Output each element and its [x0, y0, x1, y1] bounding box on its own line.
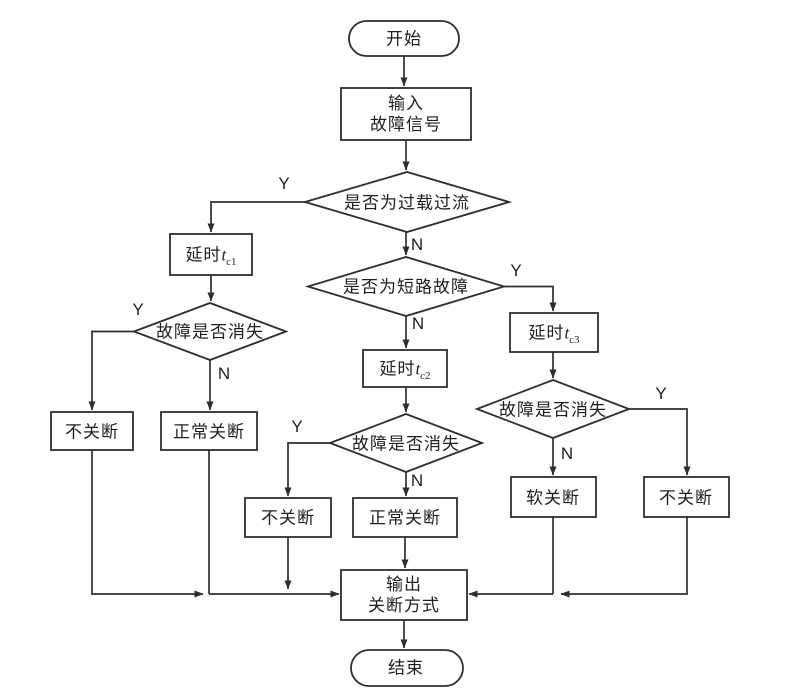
nooffleft-node-label: 不关断 — [65, 422, 119, 442]
faultright-decision-label: 故障是否消失 — [499, 400, 607, 420]
start-terminator-shape — [348, 20, 460, 57]
nooffleft-process-shape — [50, 411, 134, 451]
edge-faultright-yes-nooffright — [629, 408, 691, 476]
nooffright-node-label: 不关断 — [659, 488, 713, 508]
end-node-label: 结束 — [388, 658, 424, 678]
softoff-process-shape — [510, 476, 597, 518]
flow-shapes — [50, 20, 730, 687]
delay3-process-shape — [509, 312, 599, 353]
delay3-node-label: 延时tc3 — [528, 323, 580, 346]
output-node-label: 输出 关断方式 — [368, 574, 440, 617]
faultright-decision-shape — [474, 379, 632, 439]
faultleft-yes-label: Y — [132, 300, 144, 319]
edge-short-yes-delay3 — [504, 285, 557, 312]
faultleft-decision-shape — [131, 302, 289, 361]
normaloffleft-process-shape — [160, 411, 258, 451]
input-node-label-line1: 输入 — [388, 93, 424, 113]
normaloffmid-node-label: 正常关断 — [369, 508, 441, 528]
start-node-label: 开始 — [386, 29, 422, 49]
edge-nooffleft-merge — [91, 450, 204, 598]
end-terminator-shape — [350, 649, 464, 687]
short-no-label: N — [411, 314, 425, 333]
overload-decision-shape — [301, 171, 513, 233]
nooffmid-node-label: 不关断 — [261, 508, 315, 528]
nooffmid-process-shape — [244, 497, 332, 538]
delay1-node-label: 延时tc1 — [185, 245, 237, 268]
delay2-node-label: 延时tc2 — [379, 359, 431, 382]
overload-decision-label: 是否为过载过流 — [344, 193, 470, 213]
input-node-label: 输入 故障信号 — [370, 93, 442, 136]
softoff-node-label: 软关断 — [526, 488, 580, 508]
short-yes-label: Y — [510, 261, 522, 280]
overload-no-label: N — [410, 235, 424, 254]
input-node-label-line2: 故障信号 — [370, 115, 442, 134]
output-node-label-line1: 输出 — [386, 574, 422, 594]
edge-overload-yes-delay1 — [207, 201, 305, 233]
normaloffmid-process-shape — [352, 497, 458, 538]
flow-edges — [88, 56, 691, 649]
faultright-yes-label: Y — [655, 384, 667, 403]
short-decision-shape — [304, 256, 508, 317]
faultright-no-label: N — [560, 444, 574, 463]
delay1-process-shape — [169, 233, 253, 276]
overload-yes-label: Y — [278, 174, 290, 193]
normaloffleft-node-label: 正常关断 — [173, 422, 245, 442]
nooffright-process-shape — [643, 476, 730, 518]
edge-faultleft-yes-nooffleft — [88, 330, 134, 411]
faultleft-no-label: N — [217, 364, 231, 383]
faultmid-no-label: N — [410, 471, 424, 490]
output-node-label-line2: 关断方式 — [368, 596, 440, 615]
output-process-shape — [340, 569, 468, 621]
delay2-process-shape — [362, 349, 448, 388]
faultmid-decision-label: 故障是否消失 — [352, 434, 460, 454]
faultmid-yes-label: Y — [291, 417, 303, 436]
faultleft-decision-label: 故障是否消失 — [156, 322, 264, 342]
faultmid-decision-shape — [327, 413, 485, 473]
edge-nooffright-merge — [560, 517, 688, 598]
short-decision-label: 是否为短路故障 — [343, 277, 469, 297]
edge-faultmid-yes-nooffmid — [284, 442, 330, 497]
input-process-shape — [340, 87, 472, 141]
